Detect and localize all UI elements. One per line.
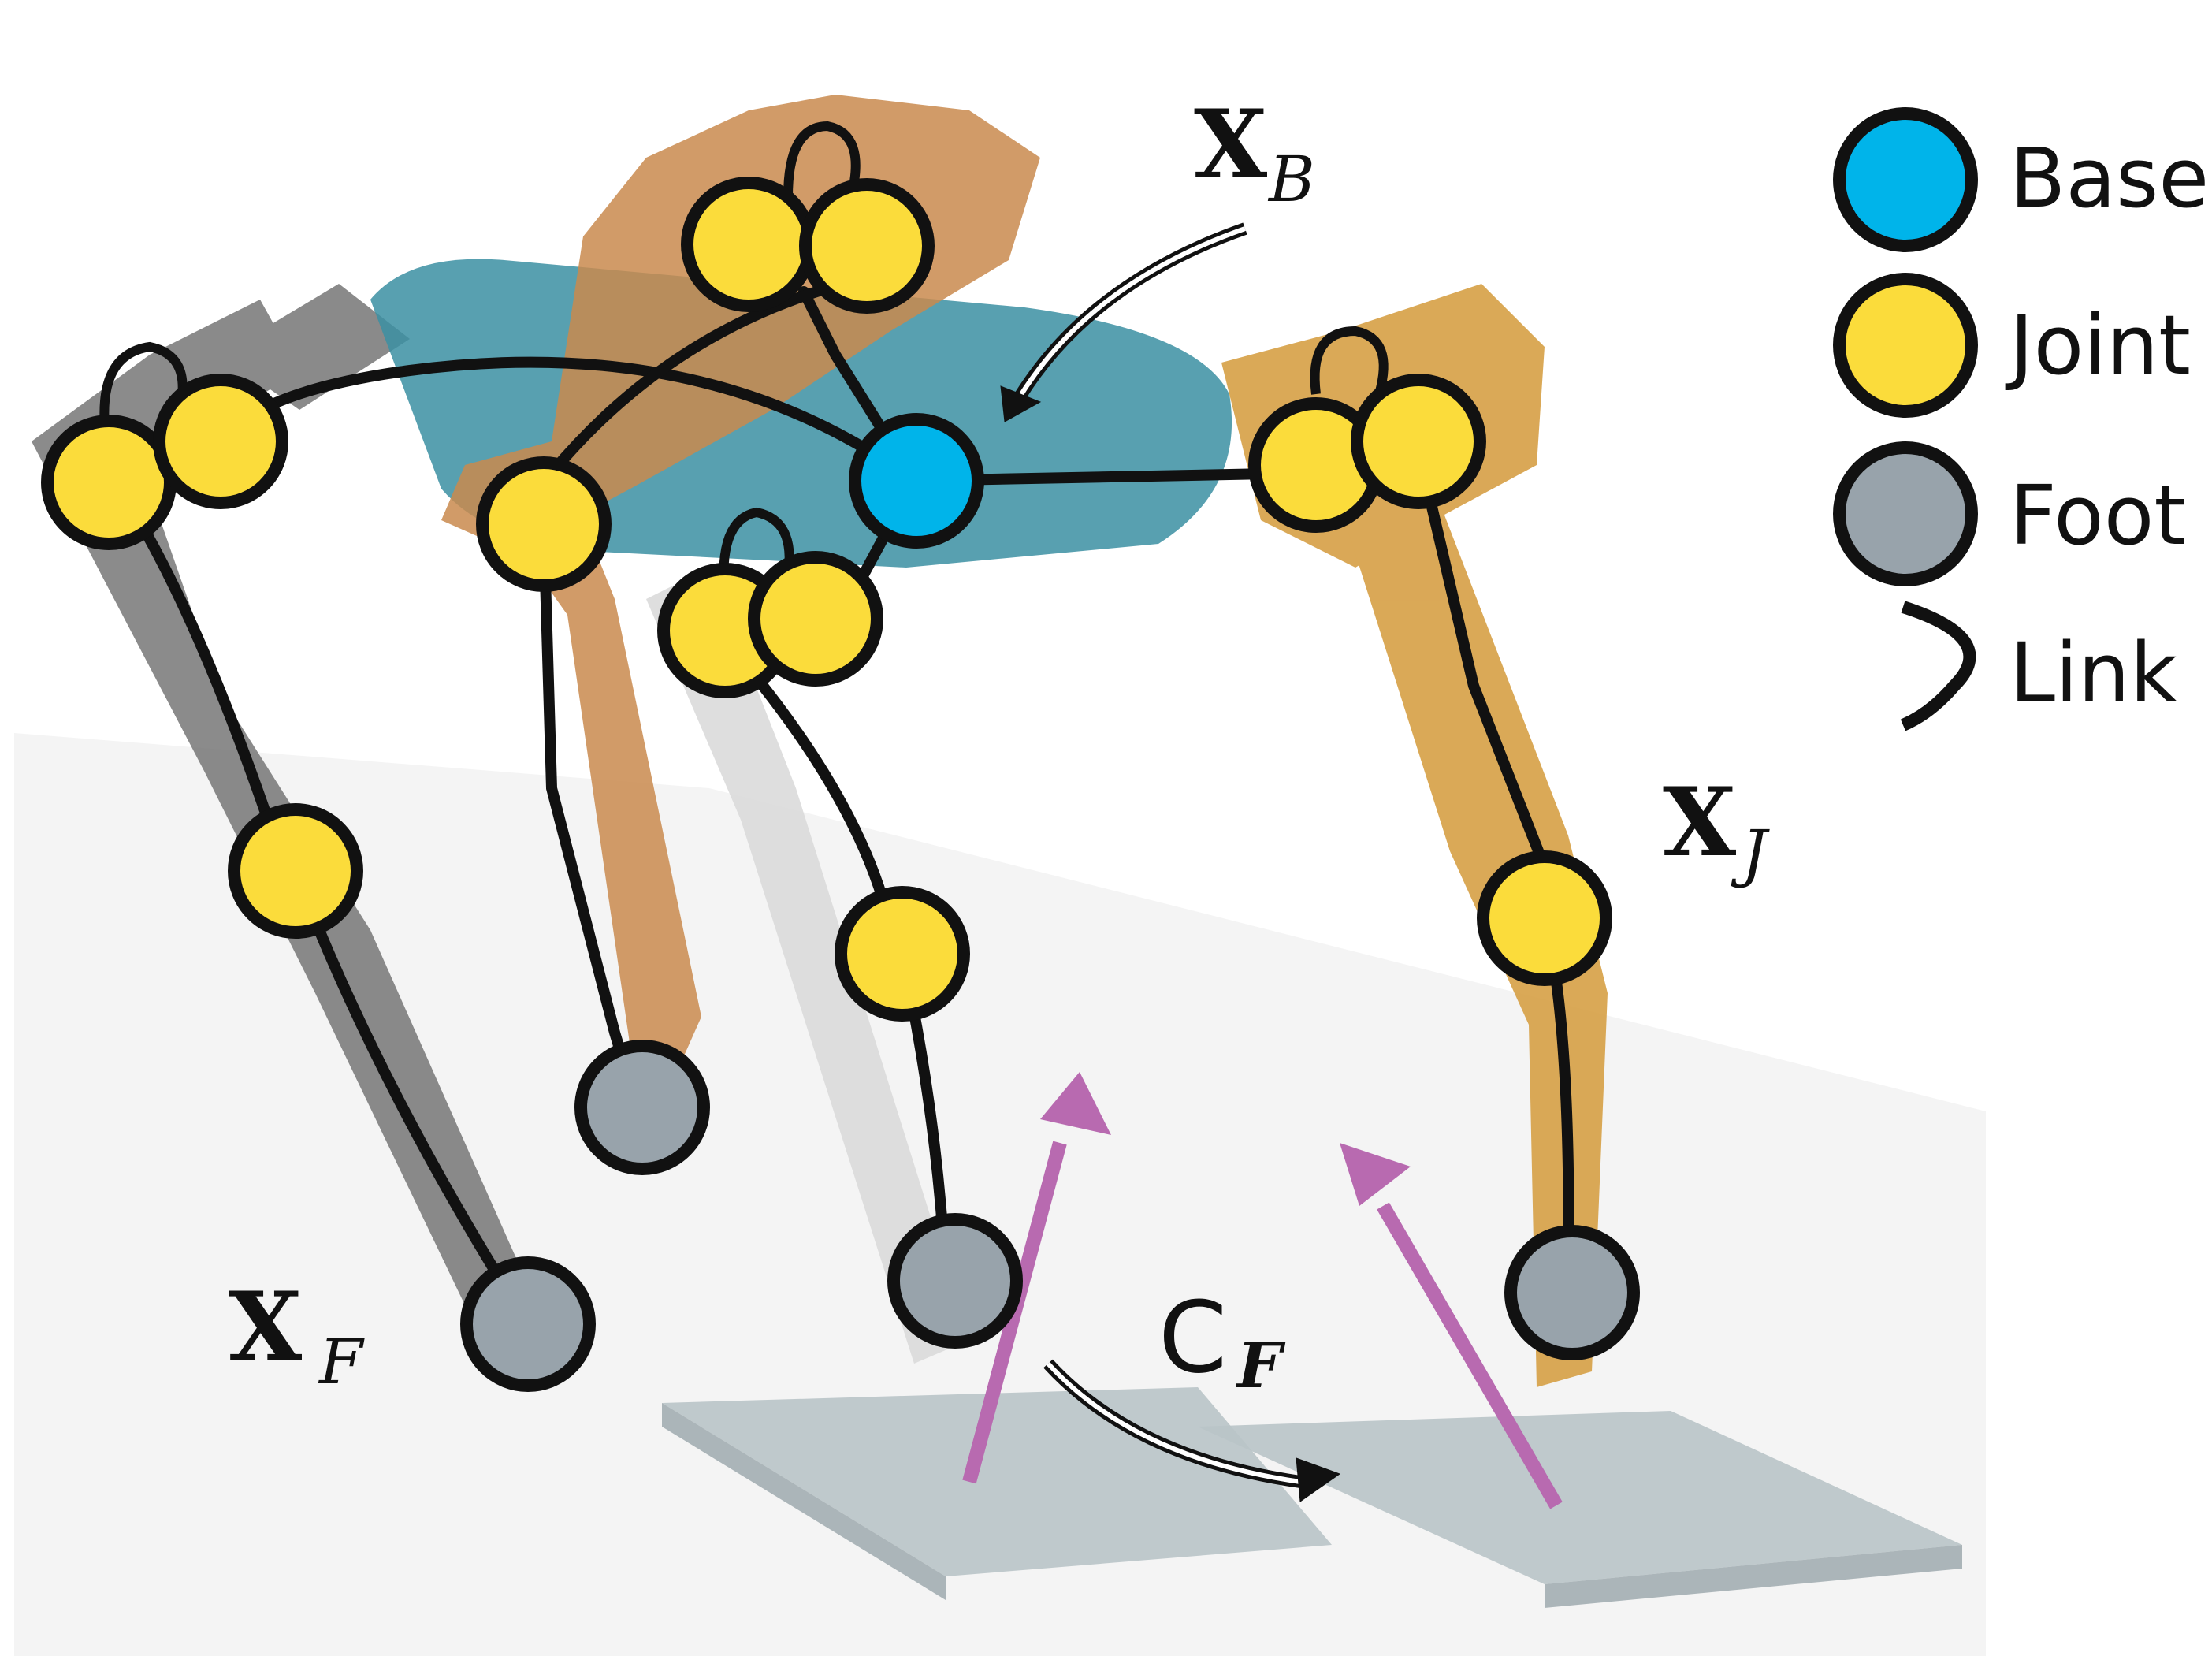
leg-rear-light <box>646 568 969 1364</box>
svg-text:Base: Base <box>2009 130 2209 226</box>
loop-rear-left <box>719 507 794 600</box>
loop-front <box>99 341 188 442</box>
joint-node-7 <box>748 551 883 687</box>
svg-text:X: X <box>1194 89 1267 200</box>
joint-node-1 <box>41 415 177 550</box>
link-arc-icon <box>1900 601 1976 731</box>
contact-pad-1 <box>662 1387 1332 1600</box>
joint-node-9 <box>1351 374 1486 509</box>
legend-item-link: Link <box>1900 601 2177 731</box>
joint-node-5 <box>476 456 612 592</box>
svg-text:Foot: Foot <box>2009 467 2186 564</box>
loop-right <box>1310 326 1389 396</box>
joint-node-3 <box>681 177 816 312</box>
label-joint: X J <box>1663 767 1770 890</box>
foot-node-4 <box>1504 1225 1640 1360</box>
svg-text:J: J <box>1731 817 1770 890</box>
svg-text:F: F <box>318 1325 365 1398</box>
svg-text:C: C <box>1158 1281 1227 1395</box>
joint-node-11 <box>835 886 970 1022</box>
legend-item-foot: Foot <box>1833 441 2186 586</box>
curved-arrow-icon-base <box>1000 222 1247 422</box>
legend-item-base: Base <box>1833 107 2209 252</box>
svg-text:B: B <box>1267 143 1315 216</box>
svg-text:X: X <box>229 1271 302 1382</box>
label-foot: X F <box>229 1271 365 1398</box>
foot-nodes <box>460 1040 1640 1392</box>
svg-text:F: F <box>1236 1328 1286 1402</box>
loop-mid <box>783 121 861 199</box>
link-mid-upper <box>546 278 849 478</box>
hip-loops <box>99 121 1389 600</box>
joint-node-10 <box>228 803 363 939</box>
curved-arrow-icon-contact <box>1043 1359 1341 1502</box>
joint-node-12 <box>1477 850 1612 986</box>
contact-pad-2 <box>1198 1411 1962 1608</box>
joint-nodes <box>41 177 1612 1022</box>
svg-text:Joint: Joint <box>2005 297 2191 393</box>
base-node <box>849 413 984 549</box>
svg-text:X: X <box>1663 767 1736 878</box>
label-base: X B <box>1194 89 1315 216</box>
joint-node-4 <box>799 178 935 314</box>
svg-text:Link: Link <box>2009 625 2177 721</box>
legend: Base Joint Foot Link <box>1833 107 2209 731</box>
foot-node-3 <box>887 1213 1023 1349</box>
joint-node-2 <box>153 374 288 509</box>
legend-item-joint: Joint <box>1833 273 2191 418</box>
foot-node-2 <box>574 1040 710 1175</box>
force-arrow-2 <box>1340 1143 1563 1509</box>
link-rear-left-upper <box>751 672 888 904</box>
label-contact: C F <box>1158 1281 1286 1402</box>
foot-node-1 <box>460 1256 596 1392</box>
